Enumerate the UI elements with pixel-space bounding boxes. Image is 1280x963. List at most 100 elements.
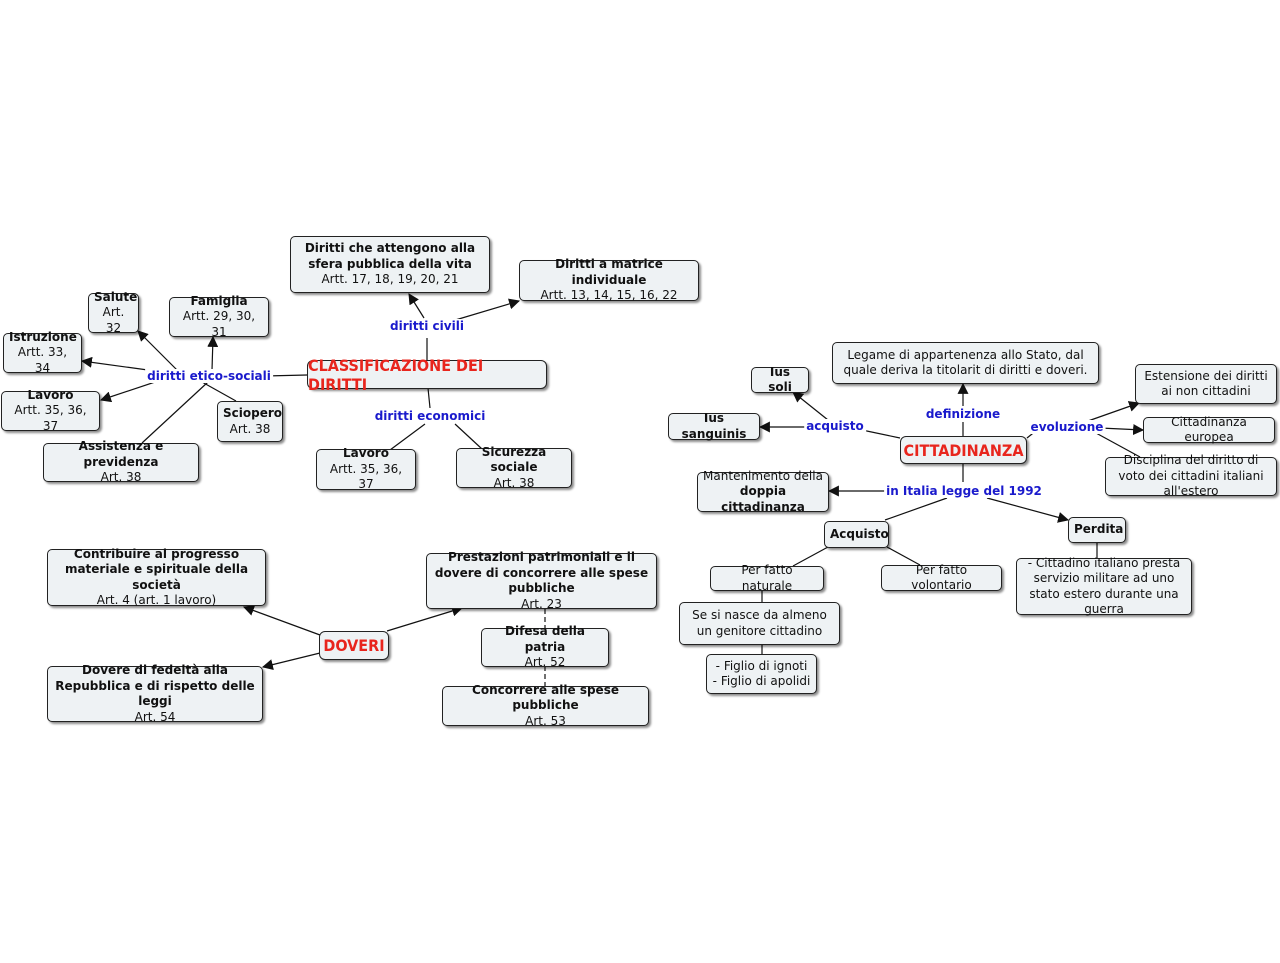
node-sub: Artt. 35, 36, 37 [329,461,403,492]
edge-legge-acquisto [884,497,948,521]
node-matrice-individuale[interactable]: Diritti a matrice individuale Artt. 13, … [519,257,699,302]
node-sub: Art. 4 (art. 1 lavoro) [96,593,217,607]
node-concorrere[interactable]: Concorrere alle spese pubbliche Art. 53 [442,682,649,728]
edge-etico-famiglia [207,335,219,371]
node-difesa-patria[interactable]: Difesa della patria Art. 52 [481,624,609,669]
edge-civili-individuale [451,298,521,322]
node-famiglia[interactable]: Famiglia Artt. 29, 30, 31 [169,293,269,339]
edge-evoluzione-disciplina [1095,432,1141,458]
node-sub: Artt. 17, 18, 19, 20, 21 [321,272,459,287]
node-text: Per fatto naturale [741,563,793,593]
node-sub: Art. 38 [229,421,271,436]
link-diritti-etico-sociali: diritti etico-sociali [145,369,273,383]
node-title: Dovere di fedeltà alla Repubblica e di r… [55,663,255,708]
node-title: Famiglia [190,293,248,308]
node-title: Sicurezza sociale [481,444,547,475]
node-fedelta[interactable]: Dovere di fedeltà alla Repubblica e di r… [47,663,263,724]
node-sub: Art. 23 [521,596,562,611]
node-title: Lavoro [343,446,389,461]
node-text-line2: doppia cittadinanza [721,484,805,514]
edge-etico-sciopero [201,381,237,402]
node-ius-soli[interactable]: Ius soli [751,364,809,395]
classificazione-title[interactable]: CLASSIFICAZIONE DEI DIRITTI [307,356,547,394]
node-text: Cittadinanza europea [1171,414,1247,445]
edge-acquisto-naturale [792,546,829,567]
node-ius-sanguinis[interactable]: Ius sanguinis [668,411,760,441]
node-sciopero[interactable]: Sciopero Art. 38 [217,401,283,442]
link-diritti-civili: diritti civili [388,319,466,333]
node-title: Difesa della patria [505,624,585,654]
edge-etico-salute [137,330,181,374]
node-title: Contribuire al progresso materiale e spi… [64,546,249,592]
node-sub: Artt. 33, 34 [17,345,68,375]
node-legame[interactable]: Legame di appartenenza allo Stato, dal q… [832,342,1099,384]
link-evoluzione: evoluzione [1028,420,1106,434]
edge-doveri-contribuire [242,605,321,636]
node-title: Assistenza e previdenza [78,439,164,469]
node-prestazioni[interactable]: Prestazioni patrimoniali e il dovere di … [426,550,657,611]
node-disciplina-voto[interactable]: Disciplina del diritto di voto dei citta… [1105,453,1277,498]
edge-legge-perdita [986,497,1070,523]
node-text-line1: Mantenimento della [703,468,823,483]
node-text: Ius soli [768,364,792,395]
node-acquisto[interactable]: Acquisto [824,521,889,548]
node-text: Perdita [1074,522,1124,537]
link-acquisto: acquisto [804,419,866,433]
node-sicurezza-sociale[interactable]: Sicurezza sociale Art. 38 [456,444,572,490]
node-text: Estensione dei diritti ai non cittadini [1144,368,1268,399]
node-estensione[interactable]: Estensione dei diritti ai non cittadini [1135,364,1277,404]
node-sub: Art. 54 [134,709,176,724]
node-fatto-naturale[interactable]: Per fatto naturale [710,563,824,593]
edge-doveri-fedelta [261,652,321,670]
edge-acquisto-soli [792,391,829,421]
node-text: - Cittadino italiano presta servizio mil… [1027,555,1181,617]
node-sub: Art. 52 [524,655,566,670]
node-lavoro-etico[interactable]: Lavoro Artt. 35, 36, 37 [1,388,100,433]
link-diritti-economici: diritti economici [372,409,488,423]
node-sub: Art. 38 [493,475,535,490]
node-title: Diritti a matrice individuale [555,257,663,287]
node-text-ignoti: - Figlio di ignoti [715,658,808,673]
edge-economici-sicurezza [454,423,483,450]
edge-doveri-prestazioni [386,605,464,632]
edge-etico-lavoro [99,380,159,403]
node-title: Diritti che attengono alla sfera pubblic… [304,241,476,271]
node-sub: Art. 38 [100,470,142,485]
node-text: Per fatto volontario [911,562,972,593]
node-text: Se si nasce da almeno un genitore cittad… [692,608,827,638]
node-lavoro-economici[interactable]: Lavoro Artt. 35, 36, 37 [316,446,416,492]
node-title: Salute [94,289,138,304]
edge-economici-lavoro [389,423,426,451]
edge-class-economici [427,387,431,409]
node-salute[interactable]: Salute Art. 32 [88,289,139,335]
node-text: Legame di appartenenza allo Stato, dal q… [843,347,1088,378]
node-sub: Art. 53 [525,713,566,728]
edge-acquisto-volontario [886,546,921,566]
node-cittadinanza-europea[interactable]: Cittadinanza europea [1143,414,1275,445]
doveri-title[interactable]: DOVERI [319,631,389,660]
edge-civili-pubblica [408,293,425,319]
link-legge-1992: in Italia legge del 1992 [884,484,1044,498]
node-title: Prestazioni patrimoniali e il dovere di … [434,550,649,595]
node-text: Disciplina del diritto di voto dei citta… [1118,453,1264,499]
node-title: Concorrere alle spese pubbliche [472,682,619,713]
node-sfera-pubblica[interactable]: Diritti che attengono alla sfera pubblic… [290,236,490,293]
node-mantenimento[interactable]: Mantenimento della doppia cittadinanza [697,468,829,514]
node-contribuire[interactable]: Contribuire al progresso materiale e spi… [47,546,266,607]
edge-etico-istruzione [80,356,156,372]
node-istruzione[interactable]: Istruzione Artt. 33, 34 [3,330,82,375]
node-sub: Artt. 29, 30, 31 [182,309,256,339]
node-figlio[interactable]: - Figlio di ignoti - Figlio di apolidi [706,654,817,694]
node-se-si-nasce[interactable]: Se si nasce da almeno un genitore cittad… [679,602,840,645]
node-assistenza[interactable]: Assistenza e previdenza Art. 38 [43,439,199,484]
node-fatto-volontario[interactable]: Per fatto volontario [881,562,1002,593]
node-perdita[interactable]: Perdita [1068,517,1126,543]
edge-evoluzione-estensione [1087,401,1141,422]
edge-etico-assistenza [141,381,209,444]
node-title: Sciopero [223,406,283,420]
cittadinanza-title[interactable]: CITTADINANZA [900,436,1027,464]
node-text: Acquisto [830,526,889,541]
node-sub: Art. 32 [102,305,125,335]
node-perdita-desc[interactable]: - Cittadino italiano presta servizio mil… [1016,555,1192,617]
